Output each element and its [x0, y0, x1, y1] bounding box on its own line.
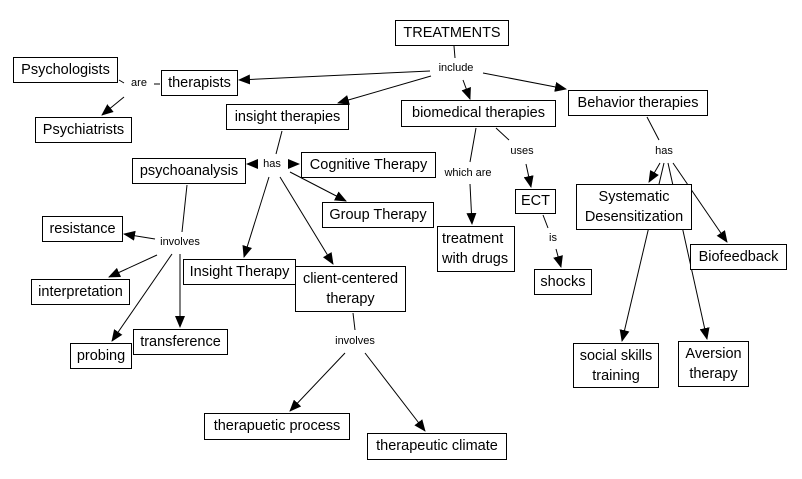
concept-client-centered-therapy[interactable]: client-centered therapy	[295, 266, 406, 312]
concept-biomedical-therapies[interactable]: biomedical therapies	[401, 100, 556, 127]
concept-treatments[interactable]: TREATMENTS	[395, 20, 509, 46]
link-which-are[interactable]: which are	[442, 167, 494, 179]
concept-behavior-therapies[interactable]: Behavior therapies	[568, 90, 708, 116]
concept-transference[interactable]: transference	[133, 329, 228, 355]
concept-resistance[interactable]: resistance	[42, 216, 123, 242]
arrow-include-insight-therapies	[337, 75, 432, 105]
concept-psychiatrists[interactable]: Psychiatrists	[35, 117, 132, 143]
concept-probing[interactable]: probing	[70, 343, 132, 369]
concept-therapeutic-climate[interactable]: therapeutic climate	[367, 433, 507, 460]
arrow-has-client-centered	[279, 176, 334, 265]
arrow-has-insight-therapy	[242, 176, 270, 258]
concept-psychoanalysis[interactable]: psychoanalysis	[132, 158, 246, 184]
connector-psychologists-are	[118, 79, 125, 84]
link-include[interactable]: include	[436, 62, 476, 74]
connector-biomedical-uses	[495, 127, 510, 141]
concept-therapuetic-process[interactable]: therapuetic process	[204, 413, 350, 440]
arrow-include-biomedical	[461, 79, 471, 100]
arrow-is-shocks	[553, 248, 563, 268]
link-are[interactable]: are	[129, 77, 149, 89]
arrow-involves-resistance	[123, 230, 156, 241]
concept-group-therapy[interactable]: Group Therapy	[322, 202, 434, 228]
concept-insight-therapies[interactable]: insight therapies	[226, 104, 349, 130]
concept-treatment-with-drugs[interactable]: treatment with drugs	[437, 226, 515, 272]
arrow-involves-probing	[111, 253, 173, 342]
link-has-insight[interactable]: has	[261, 158, 283, 170]
arrow-has-biofeedback	[672, 162, 728, 243]
connector-client-involves	[352, 312, 356, 331]
concept-psychologists[interactable]: Psychologists	[13, 57, 118, 83]
connector-behavior-has	[646, 116, 660, 141]
concept-social-skills-training[interactable]: social skills training	[573, 343, 659, 388]
link-involves-client-centered[interactable]: involves	[333, 335, 377, 347]
arrow-involves-process	[289, 352, 346, 412]
concept-interpretation[interactable]: interpretation	[31, 279, 130, 305]
arrow-include-therapists	[238, 70, 431, 85]
concept-therapists[interactable]: therapists	[161, 70, 238, 96]
concept-ect[interactable]: ECT	[515, 189, 556, 214]
arrow-has-systematic	[648, 162, 661, 183]
arrow-has-group	[289, 171, 347, 202]
connector-treatments-include	[453, 45, 456, 59]
link-uses[interactable]: uses	[508, 145, 536, 157]
connector-insight-has	[275, 130, 283, 155]
arrow-are-psychiatrists	[101, 96, 125, 116]
concept-aversion-therapy[interactable]: Aversion therapy	[678, 341, 749, 387]
connector-psycho-involves	[181, 184, 188, 233]
link-has-behavior[interactable]: has	[653, 145, 675, 157]
link-is[interactable]: is	[547, 232, 559, 244]
connector-ect-is	[542, 214, 549, 229]
arrow-involves-interpretation	[108, 254, 158, 278]
connector-biomedical-whichare	[469, 127, 477, 163]
arrow-involves-climate	[364, 352, 426, 432]
arrow-whichare-drugs	[466, 183, 477, 225]
arrow-include-behavior	[482, 72, 567, 92]
concept-cognitive-therapy[interactable]: Cognitive Therapy	[301, 152, 436, 178]
link-involves-psychoanalysis[interactable]: involves	[158, 236, 202, 248]
concept-systematic-desensitization[interactable]: Systematic Desensitization	[576, 184, 692, 230]
concept-insight-therapy[interactable]: Insight Therapy	[183, 259, 296, 285]
arrow-uses-ect	[523, 163, 534, 188]
concept-shocks[interactable]: shocks	[534, 269, 592, 295]
concept-biofeedback[interactable]: Biofeedback	[690, 244, 787, 270]
